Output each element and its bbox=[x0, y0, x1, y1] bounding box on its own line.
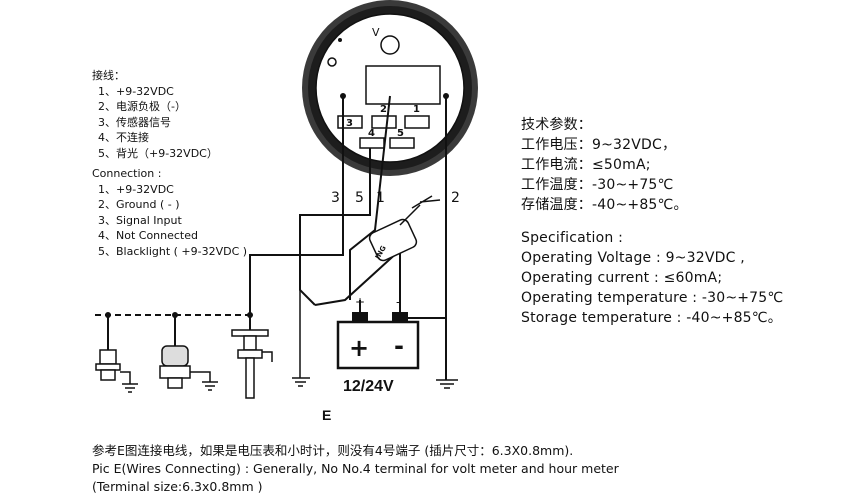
wire-label-1: 1 bbox=[376, 190, 385, 206]
connection-cn-item: 2、电源负极（-） bbox=[98, 100, 186, 113]
connection-en-item: 4、Not Connected bbox=[98, 229, 198, 242]
wire-3 bbox=[249, 96, 344, 315]
gauge-label-area bbox=[365, 65, 441, 105]
spec-en-item: Operating current : ≤60mA; bbox=[521, 270, 723, 286]
connection-cn-item: 1、+9-32VDC bbox=[98, 84, 174, 98]
sensor-3-icon bbox=[231, 329, 273, 399]
terminal-label-4: 4 bbox=[368, 128, 375, 139]
junction bbox=[247, 312, 253, 318]
gauge-knob bbox=[380, 35, 400, 55]
junction bbox=[105, 312, 111, 318]
junction bbox=[340, 93, 346, 99]
battery-terminal-plus bbox=[352, 312, 368, 322]
battery-body bbox=[336, 320, 420, 370]
spec-cn-item: 工作电流：≤50mA; bbox=[521, 157, 651, 173]
wire-label-5: 5 bbox=[355, 190, 364, 206]
connection-en-item: 2、Ground ( - ) bbox=[98, 198, 180, 211]
terminal-label-3: 3 bbox=[346, 118, 353, 129]
gauge-back-face bbox=[315, 13, 465, 163]
sensor-2-icon bbox=[159, 345, 218, 391]
wire-label-3: 3 bbox=[331, 190, 340, 206]
spec-en-heading: Specification : bbox=[521, 230, 624, 246]
spec-cn-item: 存储温度：-40~+85℃。 bbox=[521, 197, 688, 213]
spec-cn: 技术参数： 工作电压：9~32VDC， 工作电流：≤50mA; 工作温度：-30… bbox=[521, 115, 688, 215]
wire-switch bbox=[314, 247, 401, 306]
sensor-1-icon bbox=[95, 349, 138, 393]
connection-cn-heading: 接线： bbox=[92, 69, 125, 82]
battery: + - + - 12/24V bbox=[336, 295, 420, 395]
battery-minus: - bbox=[394, 332, 404, 360]
connection-en: Connection : 1、+9-32VDC 2、Ground ( - ) 3… bbox=[92, 166, 247, 259]
connection-cn: 接线： 1、+9-32VDC 2、电源负极（-） 3、传感器信号 4、不连接 5… bbox=[92, 68, 218, 161]
battery-plus: + bbox=[349, 334, 369, 362]
terminal-label-2: 2 bbox=[380, 104, 387, 115]
wires bbox=[95, 95, 447, 380]
connection-en-item: 1、+9-32VDC bbox=[98, 182, 174, 196]
connection-cn-item: 4、不连接 bbox=[98, 131, 149, 144]
gauge-screw-top bbox=[338, 38, 342, 42]
connection-cn-item: 3、传感器信号 bbox=[98, 115, 171, 129]
spec-en: Specification : Operating Voltage : 9~32… bbox=[521, 228, 783, 328]
wire-1 bbox=[349, 95, 391, 300]
notes: 参考E图连接电线，如果是电压表和小时计，则没有4号端子 (插片尺寸：6.3X0.… bbox=[92, 442, 619, 496]
battery-label: 12/24V bbox=[343, 378, 394, 395]
spec-cn-heading: 技术参数： bbox=[521, 117, 592, 133]
battery-plus-mark: + bbox=[355, 295, 365, 309]
terminal-3 bbox=[337, 115, 363, 129]
battery-minus-mark: - bbox=[396, 295, 400, 309]
gauge-mark: V bbox=[372, 26, 380, 39]
gauge-screw-left bbox=[327, 57, 337, 67]
junction bbox=[443, 93, 449, 99]
spec-cn-item: 工作电压：9~32VDC， bbox=[521, 137, 677, 153]
gauge: V 3 2 1 4 5 bbox=[302, 0, 478, 176]
terminal-1 bbox=[404, 115, 430, 129]
spec-en-item: Operating Voltage : 9~32VDC , bbox=[521, 250, 745, 266]
terminal-label-1: 1 bbox=[413, 104, 420, 115]
battery-terminal-minus bbox=[392, 312, 408, 322]
spec-en-item: Operating temperature : -30~+75℃ bbox=[521, 290, 784, 306]
figure-label: E bbox=[322, 407, 331, 423]
terminal-label-5: 5 bbox=[397, 128, 404, 139]
junctions bbox=[105, 93, 449, 318]
connection-en-heading: Connection : bbox=[92, 167, 162, 180]
ground-icons bbox=[292, 290, 458, 389]
junction bbox=[172, 312, 178, 318]
connection-en-item: 5、Blacklight ( +9-32VDC ) bbox=[98, 244, 248, 258]
wire-5 bbox=[299, 148, 371, 306]
spec-cn-item: 工作温度：-30~+75℃ bbox=[521, 177, 674, 193]
connection-en-item: 3、Signal Input bbox=[98, 213, 182, 227]
note-en: Pic E(Wires Connecting) : Generally, No … bbox=[92, 461, 619, 476]
spec-en-item: Storage temperature : -40~+85℃。 bbox=[521, 310, 782, 326]
note-cn: 参考E图连接电线，如果是电压表和小时计，则没有4号端子 (插片尺寸：6.3X0.… bbox=[92, 443, 574, 458]
ground-symbol-icon bbox=[292, 290, 310, 387]
ignition-switch-icon: ING bbox=[368, 195, 441, 262]
ground-symbol-icon bbox=[436, 379, 458, 389]
connection-cn-item: 5、背光（+9-32VDC） bbox=[98, 146, 218, 160]
note-terminal-size: (Terminal size:6.3x0.8mm ) bbox=[92, 479, 263, 494]
wire-label-2: 2 bbox=[451, 190, 460, 206]
terminal-5 bbox=[389, 137, 415, 149]
terminal-2 bbox=[371, 115, 397, 129]
